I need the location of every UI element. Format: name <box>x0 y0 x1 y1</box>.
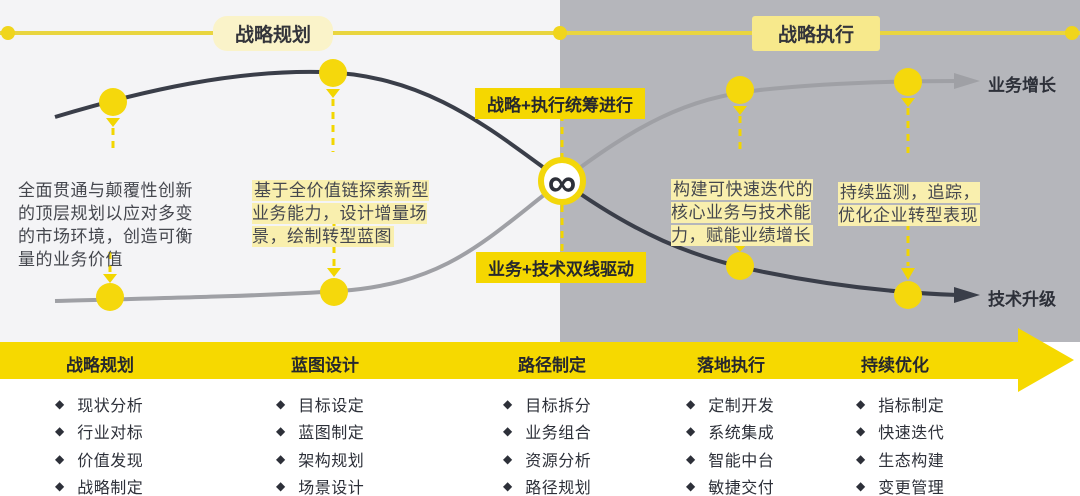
band-label-path-definition: 路径制定 <box>518 356 586 375</box>
list-item: ◆ 战略制定 <box>55 473 143 496</box>
list-item-label: 目标拆分 <box>525 397 592 415</box>
list-item-label: 蓝图制定 <box>298 425 365 443</box>
diamond-bullet-icon: ◆ <box>276 396 286 411</box>
diamond-bullet-icon: ◆ <box>503 451 513 466</box>
list-item: ◆ 行业对标 <box>55 418 143 446</box>
phase-list-blueprint-design: ◆ 目标设定 ◆ 蓝图制定 ◆ 架构规划 ◆ 场景设计 <box>276 390 364 496</box>
banner-business-tech-dual-drive: 业务+技术双线驱动 <box>476 252 646 283</box>
list-item: ◆ 智能中台 <box>686 445 774 473</box>
list-item: ◆ 快速迭代 <box>856 418 944 446</box>
list-item-label: 定制开发 <box>708 397 775 415</box>
phase-list-path-definition: ◆ 目标拆分 ◆ 业务组合 ◆ 资源分析 ◆ 路径规划 <box>503 390 591 496</box>
phase-list-implementation: ◆ 定制开发 ◆ 系统集成 ◆ 智能中台 ◆ 敏捷交付 <box>686 390 774 496</box>
label-business-growth: 业务增长 <box>988 76 1056 95</box>
annotation-text: 持续监测，追踪， 优化企业转型表现 <box>838 182 980 226</box>
list-item: ◆ 生态构建 <box>856 445 944 473</box>
diamond-bullet-icon: ◆ <box>856 396 866 411</box>
list-item: ◆ 目标设定 <box>276 390 364 418</box>
list-item-label: 战略制定 <box>77 480 144 496</box>
diamond-bullet-icon: ◆ <box>686 479 696 494</box>
diamond-bullet-icon: ◆ <box>276 451 286 466</box>
annotation-optimization: 持续监测，追踪， 优化企业转型表现 <box>838 158 980 227</box>
list-item: ◆ 指标制定 <box>856 390 944 418</box>
annotation-text: 基于全价值链探索新型 业务能力，设计增量场 景，绘制转型蓝图 <box>252 180 429 247</box>
annotation-execution: 构建可快速迭代的 核心业务与技术能 力，赋能业绩增长 <box>671 155 813 247</box>
list-item-label: 智能中台 <box>708 452 775 470</box>
banner-strategy-execution-together: 战略+执行统筹进行 <box>475 88 645 119</box>
list-item-label: 快速迭代 <box>878 425 945 443</box>
list-item: ◆ 变更管理 <box>856 473 944 496</box>
phase-arrow-band <box>0 342 1020 379</box>
annotation-planning: 全面贯通与颠覆性创新 的顶层规划以应对多变 的市场环境，创造可衡 量的业务价值 <box>18 156 193 271</box>
band-label-strategy-planning: 战略规划 <box>66 356 134 375</box>
list-item-label: 路径规划 <box>525 480 592 496</box>
list-item-label: 场景设计 <box>298 480 365 496</box>
diamond-bullet-icon: ◆ <box>856 424 866 439</box>
list-item-label: 架构规划 <box>298 452 365 470</box>
list-item: ◆ 定制开发 <box>686 390 774 418</box>
diamond-bullet-icon: ◆ <box>55 479 65 494</box>
list-item-label: 业务组合 <box>525 425 592 443</box>
list-item-label: 变更管理 <box>878 480 945 496</box>
list-item: ◆ 资源分析 <box>503 445 591 473</box>
list-item: ◆ 架构规划 <box>276 445 364 473</box>
list-item: ◆ 场景设计 <box>276 473 364 496</box>
diamond-bullet-icon: ◆ <box>55 451 65 466</box>
phase-list-continuous-optimization: ◆ 指标制定 ◆ 快速迭代 ◆ 生态构建 ◆ 变更管理 <box>856 390 944 496</box>
annotation-text: 构建可快速迭代的 核心业务与技术能 力，赋能业绩增长 <box>671 179 813 246</box>
header-strategy-execution: 战略执行 <box>751 16 881 51</box>
band-label-implementation: 落地执行 <box>697 356 765 375</box>
diamond-bullet-icon: ◆ <box>276 424 286 439</box>
diamond-bullet-icon: ◆ <box>503 479 513 494</box>
list-item-label: 价值发现 <box>77 452 144 470</box>
diamond-bullet-icon: ◆ <box>276 479 286 494</box>
diamond-bullet-icon: ◆ <box>856 479 866 494</box>
list-item-label: 现状分析 <box>77 397 144 415</box>
diamond-bullet-icon: ◆ <box>686 396 696 411</box>
phase-arrow-head-icon <box>1018 328 1074 392</box>
list-item-label: 资源分析 <box>525 452 592 470</box>
list-item: ◆ 蓝图制定 <box>276 418 364 446</box>
list-item: ◆ 目标拆分 <box>503 390 591 418</box>
diamond-bullet-icon: ◆ <box>55 424 65 439</box>
diamond-bullet-icon: ◆ <box>55 396 65 411</box>
list-item: ◆ 敏捷交付 <box>686 473 774 496</box>
list-item: ◆ 系统集成 <box>686 418 774 446</box>
list-item-label: 系统集成 <box>708 425 775 443</box>
diamond-bullet-icon: ◆ <box>686 451 696 466</box>
label-tech-upgrade: 技术升级 <box>988 290 1056 309</box>
diamond-bullet-icon: ◆ <box>503 424 513 439</box>
list-item: ◆ 价值发现 <box>55 445 143 473</box>
annotation-blueprint: 基于全价值链探索新型 业务能力，设计增量场 景，绘制转型蓝图 <box>252 156 429 248</box>
list-item: ◆ 现状分析 <box>55 390 143 418</box>
list-item-label: 敏捷交付 <box>708 480 775 496</box>
list-item: ◆ 路径规划 <box>503 473 591 496</box>
list-item-label: 行业对标 <box>77 425 144 443</box>
diamond-bullet-icon: ◆ <box>503 396 513 411</box>
list-item-label: 生态构建 <box>878 452 945 470</box>
diamond-bullet-icon: ◆ <box>856 451 866 466</box>
header-timeline <box>0 31 1080 35</box>
diamond-bullet-icon: ◆ <box>686 424 696 439</box>
header-strategy-planning: 战略规划 <box>212 16 334 51</box>
list-item-label: 目标设定 <box>298 397 365 415</box>
annotation-text: 全面贯通与颠覆性创新 的顶层规划以应对多变 的市场环境，创造可衡 量的业务价值 <box>18 181 193 269</box>
band-label-blueprint-design: 蓝图设计 <box>291 356 359 375</box>
phase-list-strategy-planning: ◆ 现状分析 ◆ 行业对标 ◆ 价值发现 ◆ 战略制定 <box>55 390 143 496</box>
band-label-continuous-optimization: 持续优化 <box>861 356 929 375</box>
list-item-label: 指标制定 <box>878 397 945 415</box>
list-item: ◆ 业务组合 <box>503 418 591 446</box>
